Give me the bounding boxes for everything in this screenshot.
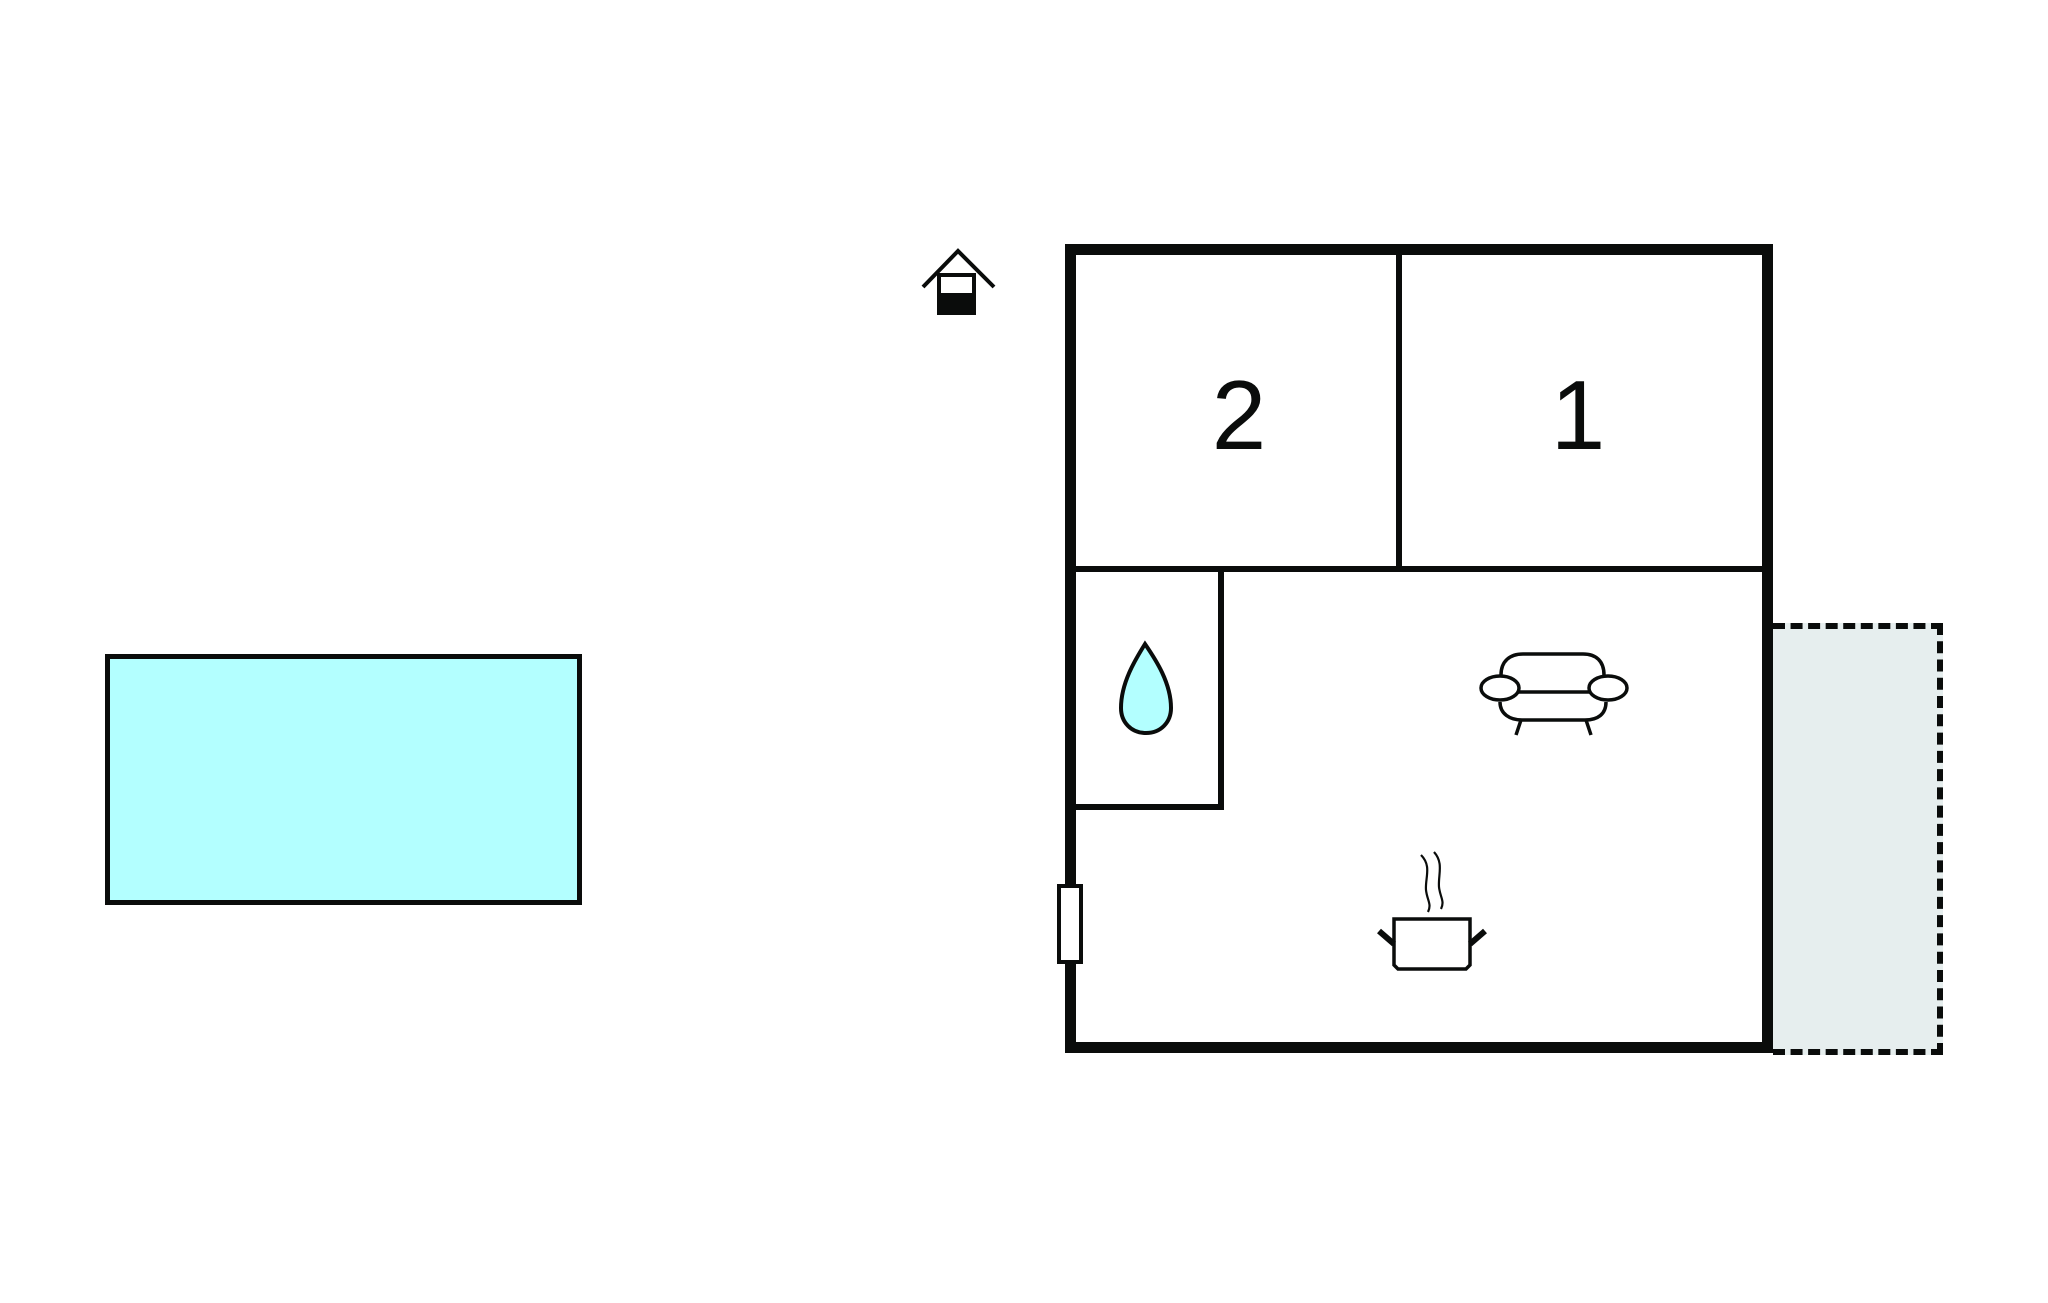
wall-bathroom-right [1218, 566, 1224, 810]
outer-wall-right [1762, 244, 1773, 1053]
swimming-pool [105, 654, 582, 905]
room-label-bedroom-2: 2 [1211, 360, 1267, 470]
outer-wall-left [1065, 244, 1076, 1053]
sofa-icon [1479, 652, 1629, 736]
door-icon [1057, 884, 1083, 964]
outer-wall-top [1065, 244, 1773, 255]
wall-bathroom-bottom [1076, 804, 1224, 810]
water-drop-icon [1118, 640, 1174, 736]
wall-bedrooms-living [1076, 566, 1762, 572]
outer-wall-bottom [1065, 1042, 1773, 1053]
house-icon [921, 248, 996, 315]
cooking-pot-icon [1377, 851, 1487, 971]
room-label-bedroom-1: 1 [1550, 360, 1606, 470]
terrace [1773, 623, 1943, 1055]
wall-between-bedrooms [1396, 255, 1402, 572]
